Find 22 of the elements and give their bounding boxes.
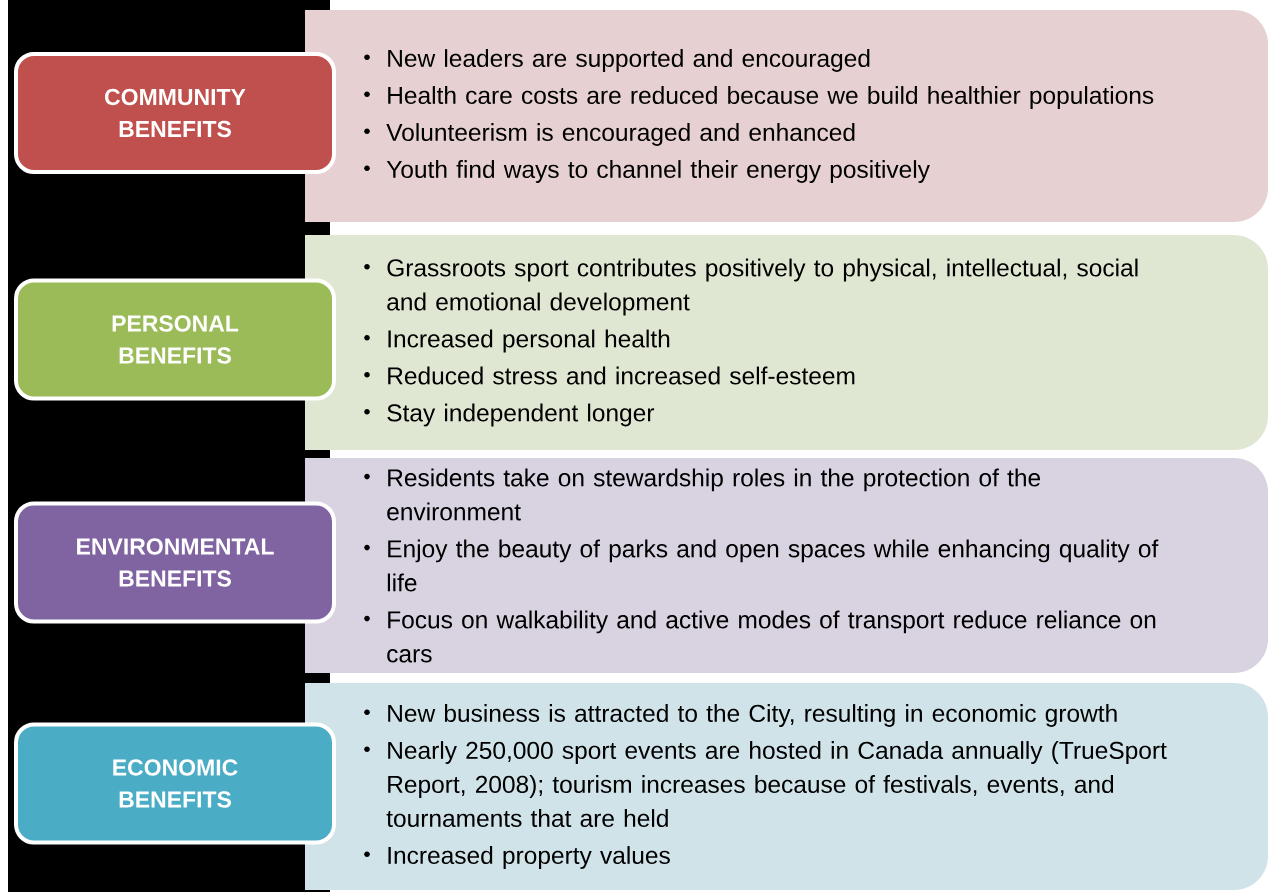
bullet-item: New leaders are supported and encouraged <box>364 49 870 72</box>
category-box: COMMUNITY BENEFITS <box>14 52 336 174</box>
content-band <box>305 10 1268 222</box>
bullet-item: Volunteerism is encouraged and enhanced <box>364 123 855 146</box>
bullet-item: Focus on walkability and active modes of transport reduce reliance on cars <box>364 610 1156 663</box>
content-band <box>305 683 1268 890</box>
bullet-item: Residents take on stewardship roles in the protection of the environment <box>364 468 1041 521</box>
bullet-item: Increased personal health <box>364 329 670 353</box>
category-box: PERSONAL BENEFITS <box>14 278 336 401</box>
bullet-item: Grassroots sport contributes positively to physical, intellectual, social and emotional development <box>364 258 1138 316</box>
bullet-item: Nearly 250,000 sport events are hosted in Canada annually (TrueSport Report, 2008); tourism increases because of festivals, events, and tournaments that are held <box>364 741 1167 828</box>
bullet-item: Increased property values <box>364 846 670 869</box>
category-box: ECONOMIC BENEFITS <box>14 722 336 845</box>
bullet-item: Enjoy the beauty of parks and open spaces while enhancing quality of life <box>364 539 1159 592</box>
bullet-item: Reduced stress and increased self-esteem <box>364 366 855 385</box>
content-band <box>305 235 1268 450</box>
category-box: ENVIRONMENTAL BENEFITS <box>14 501 336 624</box>
content-band <box>305 458 1268 673</box>
bullet-item: Youth find ways to channel their energy positively <box>364 160 930 183</box>
bullet-item: Stay independent longer <box>364 403 655 427</box>
bullet-item: Health care costs are reduced because we build healthier populations <box>364 86 1154 109</box>
bullet-item: New business is attracted to the City, resulting in economic growth <box>364 704 1117 727</box>
